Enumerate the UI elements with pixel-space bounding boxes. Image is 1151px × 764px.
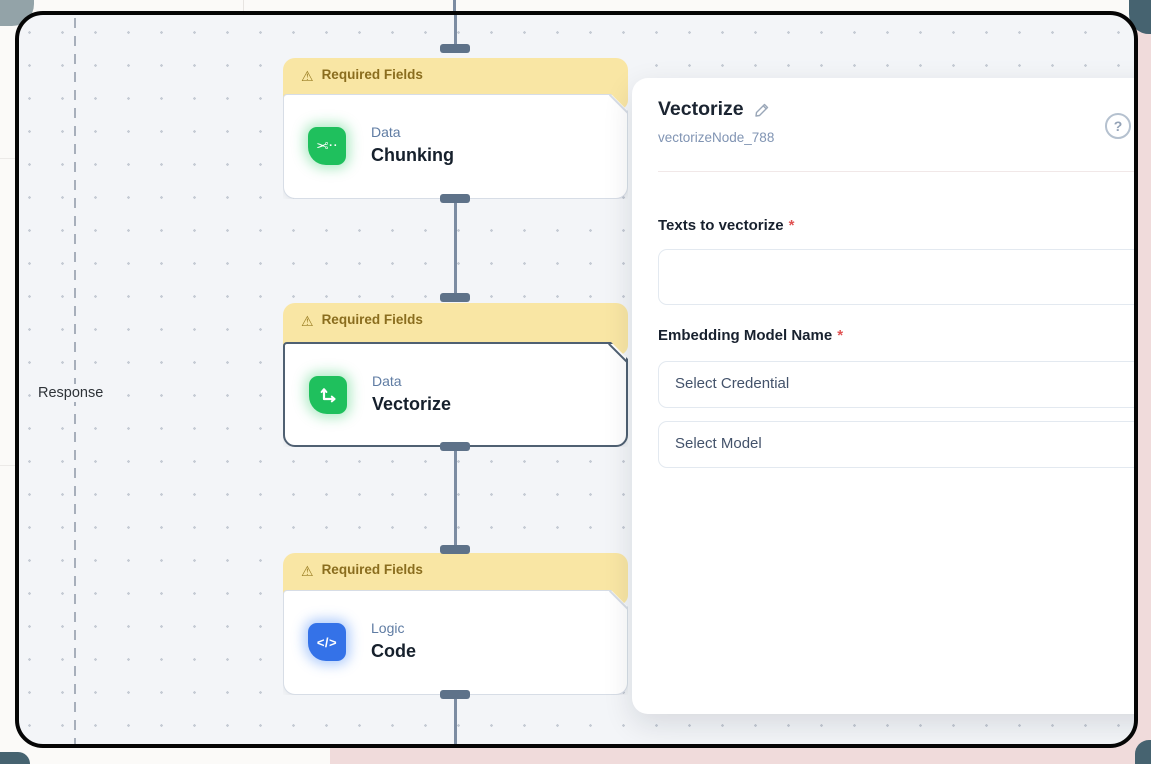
warning-icon: ⚠ bbox=[301, 313, 314, 329]
node-card-code[interactable]: </> Logic Code bbox=[283, 590, 628, 695]
corner-blob-bottom-left bbox=[0, 752, 30, 764]
node-category: Logic bbox=[371, 620, 405, 636]
required-asterisk: * bbox=[788, 217, 795, 234]
field-label-texts-to-vectorize: Texts to vectorize* bbox=[658, 217, 795, 234]
warning-icon: ⚠ bbox=[301, 68, 314, 84]
input-handle-chunking[interactable] bbox=[440, 44, 470, 53]
model-select[interactable]: Select Model bbox=[658, 421, 1134, 468]
banner-label: Required Fields bbox=[321, 67, 423, 82]
panel-divider bbox=[658, 171, 1134, 172]
workflow-window-frame: Response ⚠ Required Fields ✂ ·· Data Chu… bbox=[15, 11, 1138, 748]
node-category: Data bbox=[372, 373, 402, 389]
edge-top bbox=[453, 15, 457, 50]
node-title: Vectorize bbox=[372, 394, 452, 414]
scissors-icon: ✂ ·· bbox=[308, 127, 346, 165]
outer-grid-line bbox=[0, 158, 15, 159]
banner-label: Required Fields bbox=[321, 562, 423, 577]
corner-blob-bottom-right bbox=[1135, 740, 1151, 764]
outer-grid-line bbox=[0, 465, 15, 466]
node-title: Code bbox=[371, 641, 416, 661]
warning-icon: ⚠ bbox=[301, 563, 314, 579]
input-handle-vectorize[interactable] bbox=[440, 293, 470, 302]
node-properties-panel: Vectorize vectorizeNode_788 ? Texts to v… bbox=[632, 78, 1134, 714]
workflow-canvas[interactable]: Response ⚠ Required Fields ✂ ·· Data Chu… bbox=[19, 15, 1134, 744]
edge-chunking-vectorize bbox=[453, 199, 457, 299]
outer-grid-line bbox=[243, 0, 244, 11]
node-card-vectorize[interactable]: Data Vectorize bbox=[283, 342, 628, 447]
output-handle-code[interactable] bbox=[440, 690, 470, 699]
texts-to-vectorize-input[interactable] bbox=[658, 249, 1134, 305]
required-asterisk: * bbox=[837, 327, 844, 344]
node-id-label: vectorizeNode_788 bbox=[658, 130, 775, 145]
edge-vectorize-code bbox=[453, 447, 457, 551]
code-icon: </> bbox=[308, 623, 346, 661]
edit-title-pencil-icon[interactable] bbox=[753, 101, 771, 119]
group-boundary-dashed-line bbox=[74, 15, 76, 744]
response-label: Response bbox=[34, 384, 108, 402]
node-category: Data bbox=[371, 124, 401, 140]
banner-label: Required Fields bbox=[321, 312, 423, 327]
panel-title: Vectorize bbox=[658, 98, 744, 120]
edge-bottom bbox=[453, 694, 457, 744]
node-title: Chunking bbox=[371, 145, 454, 165]
input-handle-code[interactable] bbox=[440, 545, 470, 554]
field-label-embedding-model-name: Embedding Model Name* bbox=[658, 327, 844, 344]
edge-stub-above-frame bbox=[453, 0, 456, 13]
credential-select[interactable]: Select Credential bbox=[658, 361, 1134, 408]
node-card-chunking[interactable]: ✂ ·· Data Chunking bbox=[283, 94, 628, 199]
output-handle-vectorize[interactable] bbox=[440, 442, 470, 451]
output-handle-chunking[interactable] bbox=[440, 194, 470, 203]
help-icon[interactable]: ? bbox=[1105, 113, 1131, 139]
axes-icon bbox=[309, 376, 347, 414]
